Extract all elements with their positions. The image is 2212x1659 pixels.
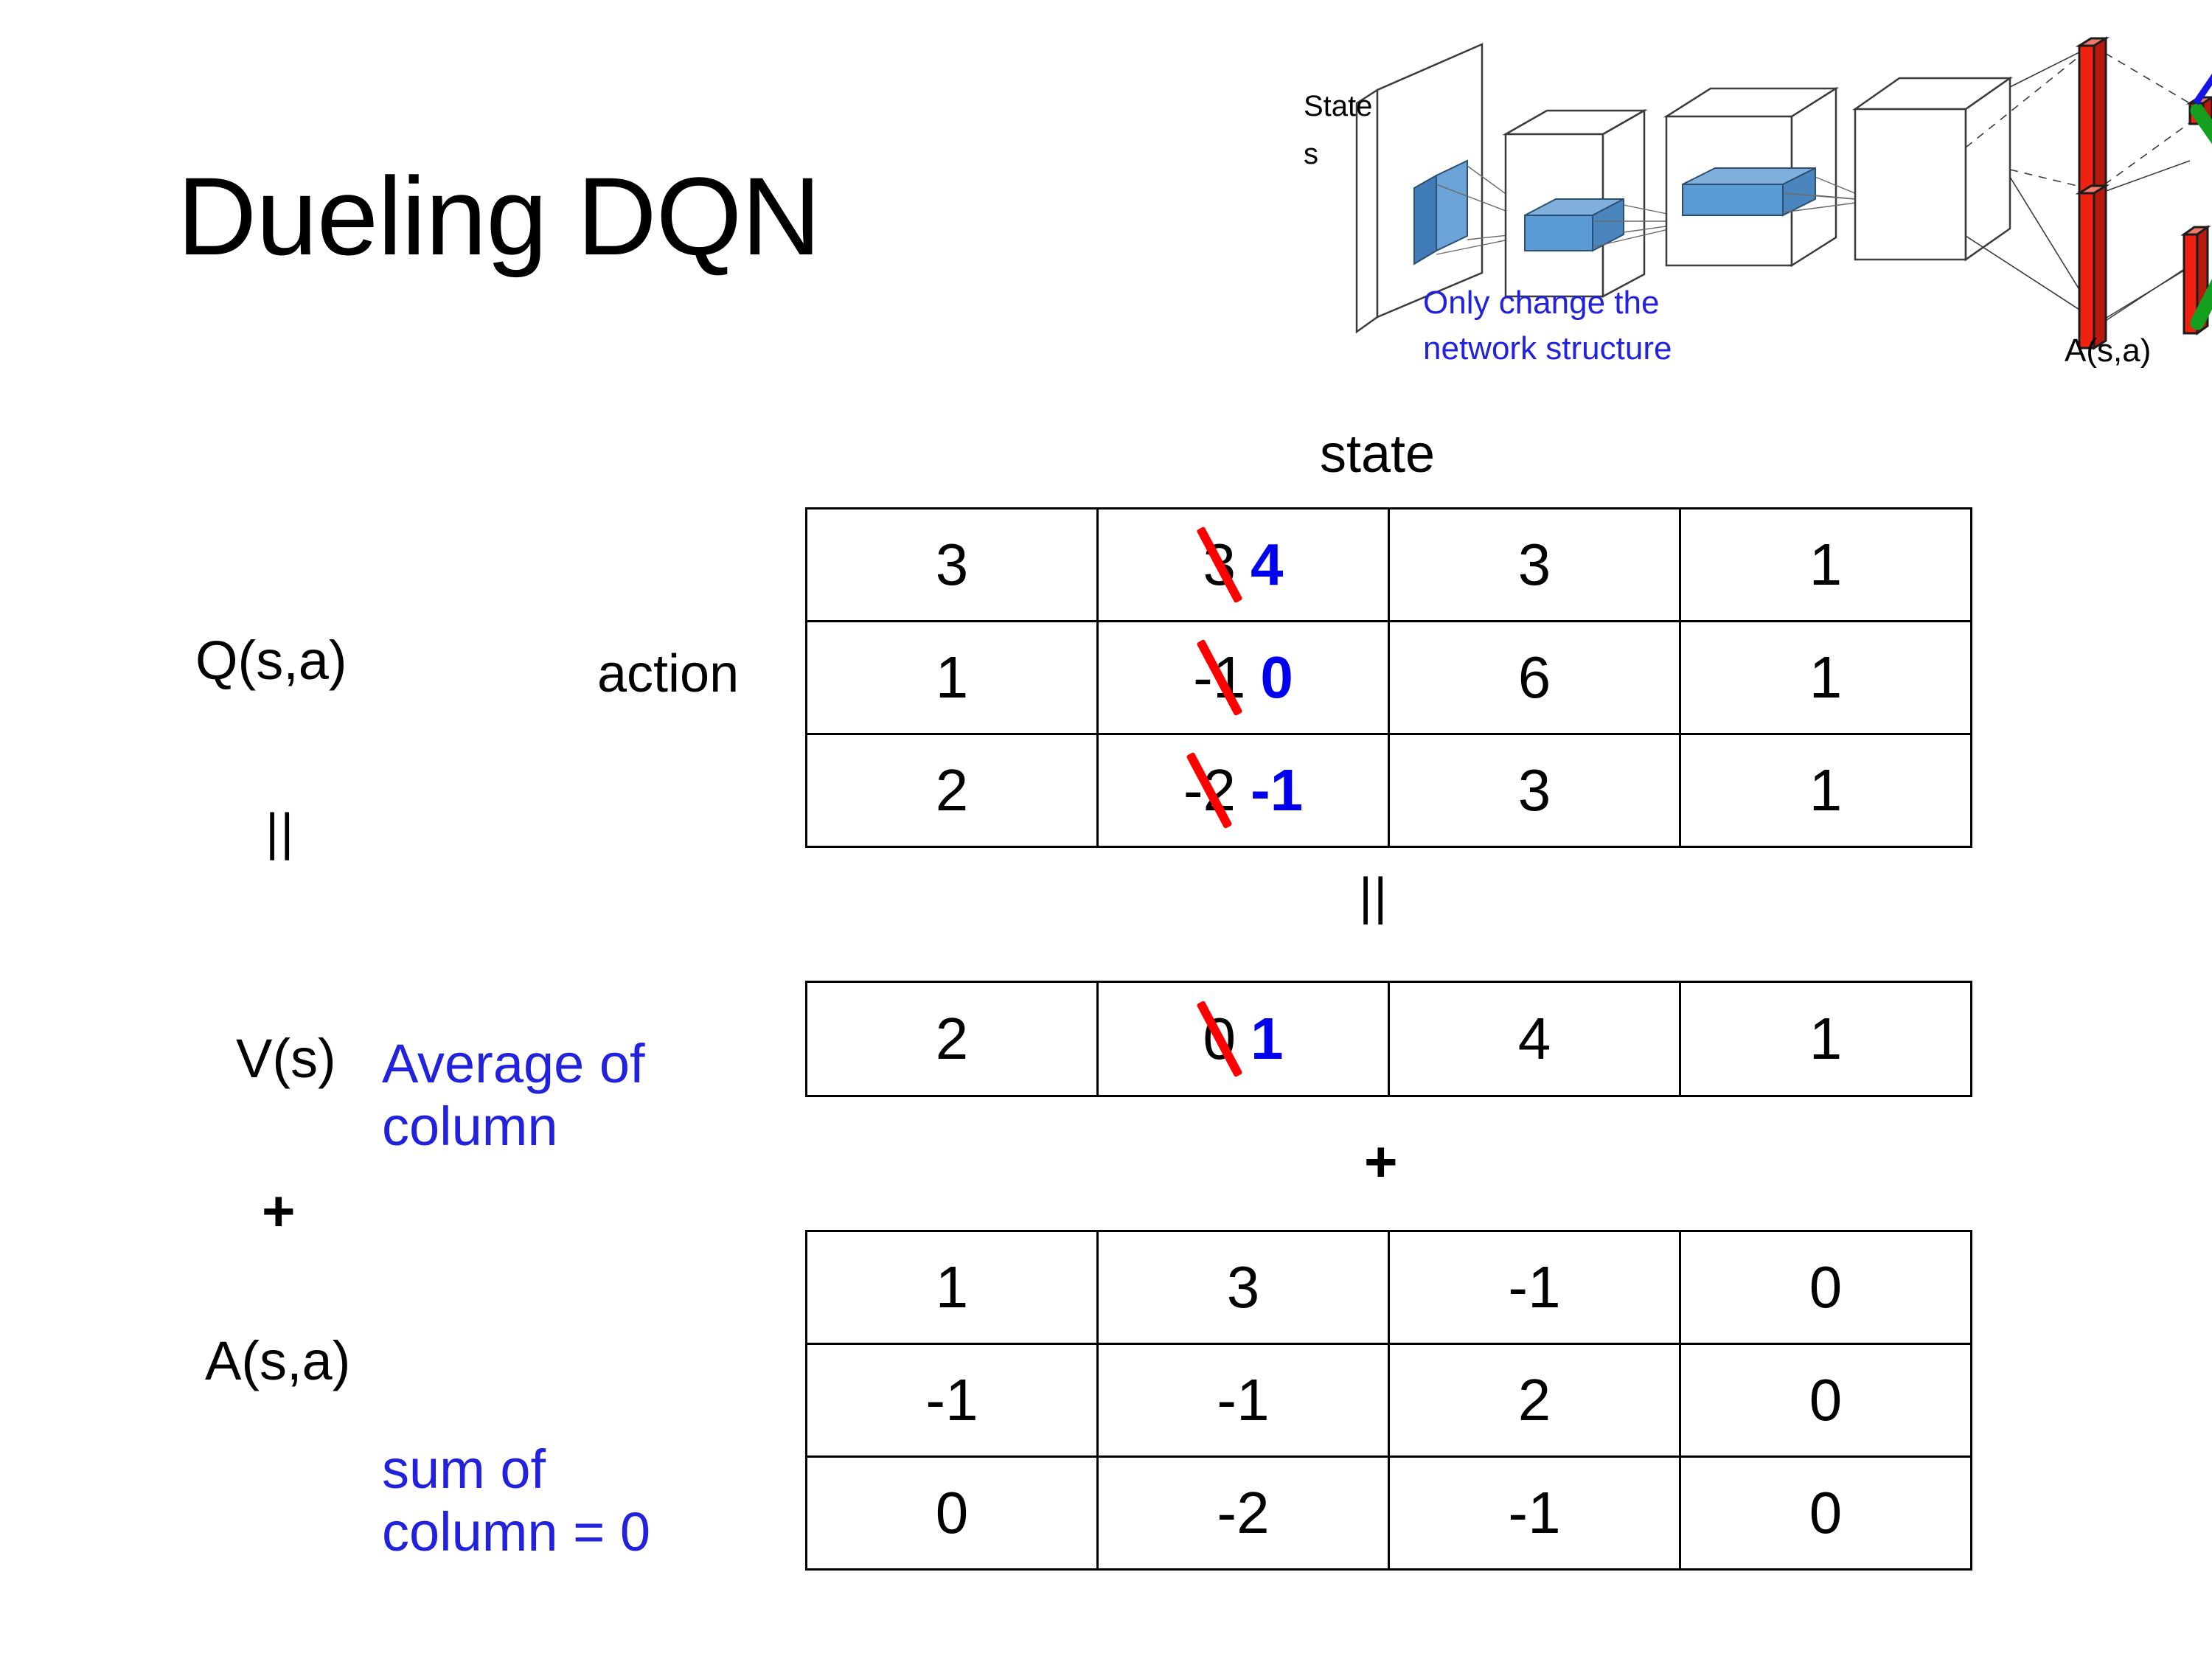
q-cell-r1c3[interactable]: 1 (1679, 620, 1972, 735)
q-cell-r1c1[interactable]: -1 0 (1096, 620, 1390, 735)
diagram-note-line2: network structure (1423, 330, 1672, 366)
q-cell-r2c2[interactable]: 3 (1388, 733, 1681, 848)
a-cell-r2c3[interactable]: 0 (1679, 1455, 1972, 1571)
a-cell-r1c2[interactable]: 2 (1388, 1343, 1681, 1458)
equals-operator-between-tables: || (1359, 867, 1389, 925)
sum-note-line1: sum of (382, 1439, 546, 1500)
v-cell-r0c0[interactable]: 2 (805, 981, 1099, 1097)
v-cell-r0c2[interactable]: 4 (1388, 981, 1681, 1097)
edited-value: 3 4 (1203, 531, 1284, 599)
a-cell-r0c1[interactable]: 3 (1096, 1230, 1390, 1345)
diagram-state-label-line1: State (1304, 90, 1372, 122)
q-cell-r0c0[interactable]: 3 (805, 507, 1099, 622)
diagram-state-label-line2: s (1304, 138, 1318, 170)
q-cell-r1c0[interactable]: 1 (805, 620, 1099, 735)
plus-operator-left: + (262, 1178, 296, 1243)
struck-old-value: 3 (1203, 532, 1237, 597)
struck-old-value: -2 (1183, 757, 1236, 823)
a-function-label: A(s,a) (205, 1330, 351, 1391)
q-cell-r0c1[interactable]: 3 4 (1096, 507, 1390, 622)
new-value: 0 (1260, 644, 1293, 710)
v-value-table: 2 0 1 4 1 (805, 981, 1972, 1097)
q-value-table: 3 3 4 3 1 1 -1 0 6 (805, 507, 1972, 848)
average-note-line1: Average of (382, 1033, 645, 1094)
equals-operator-q: || (265, 803, 296, 860)
v-cell-r0c1[interactable]: 0 1 (1096, 981, 1390, 1097)
q-cell-r2c0[interactable]: 2 (805, 733, 1099, 848)
table-row: -1 -1 2 0 (805, 1343, 1972, 1458)
a-cell-r0c2[interactable]: -1 (1388, 1230, 1681, 1345)
a-cell-r1c0[interactable]: -1 (805, 1343, 1099, 1458)
page-title: Dueling DQN (177, 154, 821, 278)
new-value: 4 (1251, 532, 1284, 597)
a-cell-r1c1[interactable]: -1 (1096, 1343, 1390, 1458)
diagram-advantage-label: A(s,a) (2065, 333, 2151, 369)
q-cell-r2c3[interactable]: 1 (1679, 733, 1972, 848)
average-of-column-note: Average of column (382, 1032, 645, 1158)
new-value: 1 (1251, 1006, 1284, 1071)
table-row: 3 3 4 3 1 (805, 507, 1972, 622)
a-cell-r2c2[interactable]: -1 (1388, 1455, 1681, 1571)
action-axis-label: action (597, 644, 740, 703)
table-row: 2 -2 -1 3 1 (805, 733, 1972, 848)
table-row: 1 3 -1 0 (805, 1230, 1972, 1345)
diagram-note-line1: Only change the (1423, 285, 1659, 321)
a-cell-r2c1[interactable]: -2 (1096, 1455, 1390, 1571)
v-function-label: V(s) (236, 1028, 336, 1089)
struck-old-value: 0 (1203, 1006, 1237, 1071)
v-cell-r0c3[interactable]: 1 (1679, 981, 1972, 1097)
table-row: 0 -2 -1 0 (805, 1455, 1972, 1571)
q-function-label: Q(s,a) (195, 630, 347, 691)
a-cell-r0c3[interactable]: 0 (1679, 1230, 1972, 1345)
a-value-table: 1 3 -1 0 -1 -1 2 0 0 -2 -1 0 (805, 1230, 1972, 1571)
q-cell-r2c1[interactable]: -2 -1 (1096, 733, 1390, 848)
q-cell-r0c3[interactable]: 1 (1679, 507, 1972, 622)
sum-note-line2: column = 0 (382, 1501, 651, 1563)
average-note-line2: column (382, 1096, 558, 1158)
edited-value: 0 1 (1203, 1005, 1284, 1073)
struck-old-value: -1 (1193, 644, 1246, 710)
state-axis-label: state (1320, 425, 1436, 484)
new-value: -1 (1251, 757, 1304, 823)
q-cell-r1c2[interactable]: 6 (1388, 620, 1681, 735)
q-cell-r0c2[interactable]: 3 (1388, 507, 1681, 622)
sum-of-column-note: sum of column = 0 (382, 1438, 650, 1563)
table-row: 1 -1 0 6 1 (805, 620, 1972, 735)
a-cell-r2c0[interactable]: 0 (805, 1455, 1099, 1571)
table-row: 2 0 1 4 1 (805, 981, 1972, 1097)
edited-value: -2 -1 (1183, 757, 1303, 824)
a-cell-r1c3[interactable]: 0 (1679, 1343, 1972, 1458)
edited-value: -1 0 (1193, 644, 1293, 712)
dueling-network-diagram: State s Only change the network structur… (1084, 0, 2212, 413)
a-cell-r0c0[interactable]: 1 (805, 1230, 1099, 1345)
plus-operator-between-tables: + (1364, 1129, 1398, 1194)
